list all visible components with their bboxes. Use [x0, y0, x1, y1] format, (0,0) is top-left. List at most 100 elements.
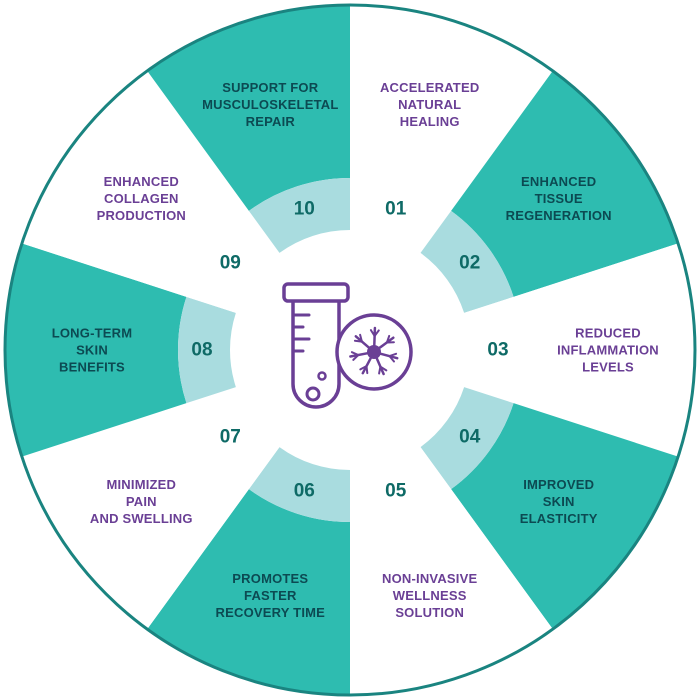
segment-08-label: LONG-TERM SKIN BENEFITS [52, 326, 133, 375]
bubble [317, 371, 327, 381]
segment-06-label: PROMOTES FASTER RECOVERY TIME [216, 571, 326, 620]
segment-04-wedge [451, 403, 679, 630]
segment-05-label: NON-INVASIVE WELLNESS SOLUTION [382, 571, 477, 620]
segment-02-label-line: REGENERATION [506, 208, 612, 223]
cell-dendrite-branch [379, 365, 388, 372]
segment-03-inner-band [464, 296, 522, 404]
segment-01-inner-band [350, 178, 452, 253]
segment-09-inner-band [186, 210, 280, 313]
segment-05-inner-band [350, 447, 452, 522]
segment-05 [350, 447, 553, 695]
segment-08-wedge [5, 243, 187, 457]
segment-02-label-line: ENHANCED [521, 174, 596, 189]
labels-layer: 01 ACCELERATED NATURAL HEALING 02 ENHANCED TIS… [52, 80, 659, 620]
segment-01-label: ACCELERATED NATURAL HEALING [380, 80, 479, 129]
segment-04-label: IMPROVED SKIN ELASTICITY [520, 477, 598, 526]
test-tube-with-cell-icon [282, 282, 413, 409]
segment-09-label-line: PRODUCTION [97, 208, 186, 223]
tube-cap [282, 282, 350, 303]
cell-dendrite-branch [373, 329, 380, 337]
cell-dendrite-branch [359, 333, 363, 343]
cell-dendrite-branch [369, 329, 376, 337]
cell-dendrite-branch [385, 334, 391, 344]
segment-05-wedge [350, 489, 553, 695]
segment-04-number: 04 [459, 427, 481, 448]
cell-dendrite-branch [350, 351, 360, 356]
segment-03-number: 03 [487, 340, 508, 361]
segment-09-number: 09 [220, 253, 241, 274]
segment-04-label-line: ELASTICITY [520, 511, 598, 526]
segment-02-label: ENHANCED TISSUE REGENERATION [506, 174, 612, 223]
cell-dendrite-branch [359, 365, 368, 371]
segment-07-inner-band [186, 387, 280, 490]
segment-08-inner-band [178, 296, 236, 404]
segment-04 [420, 387, 679, 630]
segment-03 [464, 243, 695, 457]
segment-04-label-line: SKIN [543, 494, 575, 509]
segment-01-number: 01 [385, 199, 407, 220]
segment-07-label-line: AND SWELLING [90, 511, 193, 526]
cell-dendrite-branch [378, 365, 382, 375]
segment-02-number: 02 [459, 253, 480, 274]
segment-10-number: 10 [294, 199, 315, 220]
segment-04-inner-band [420, 387, 514, 490]
outer-border [3, 3, 697, 697]
segment-01-label-line: HEALING [400, 114, 460, 129]
segment-08-label-line: LONG-TERM [52, 326, 133, 341]
segment-05-number: 05 [385, 480, 407, 501]
segment-06 [147, 447, 350, 695]
segment-09-wedge [21, 70, 249, 297]
segment-10-label-line: SUPPORT FOR [222, 80, 319, 95]
segment-08-number: 08 [191, 340, 212, 361]
segment-06-number: 06 [294, 480, 315, 501]
segment-01-wedge [350, 5, 553, 211]
cell-dendrite-branch [388, 352, 398, 358]
segment-06-label-line: RECOVERY TIME [216, 605, 326, 620]
segment-07-wedge [21, 403, 249, 630]
cell-dendrite-branch [352, 354, 360, 361]
segment-05-label-line: NON-INVASIVE [382, 571, 477, 586]
cell-nucleus [367, 345, 381, 359]
segment-04-label-line: IMPROVED [523, 477, 594, 492]
cell-dendrite-branch [365, 365, 369, 375]
segment-08 [5, 243, 236, 457]
segment-05-label-line: WELLNESS [393, 588, 467, 603]
segment-03-label-line: LEVELS [582, 360, 634, 375]
segment-03-label: REDUCED INFLAMMATION LEVELS [557, 326, 659, 375]
segment-06-label-line: PROMOTES [232, 571, 308, 586]
segment-10-label-line: MUSCULOSKELETAL [202, 97, 338, 112]
segment-02-wedge [451, 70, 679, 297]
segment-01-label-line: NATURAL [398, 97, 461, 112]
tube-body [291, 301, 341, 409]
segment-07-label-line: MINIMIZED [106, 477, 176, 492]
segment-02-label-line: TISSUE [535, 191, 583, 206]
segment-10-wedge [147, 5, 350, 211]
border-layer [3, 3, 697, 697]
segment-02-inner-band [420, 210, 514, 313]
segment-08-label-line: BENEFITS [59, 360, 125, 375]
segments-layer [5, 5, 695, 695]
segment-06-label-line: FASTER [244, 588, 297, 603]
segment-07 [21, 387, 280, 630]
segment-06-wedge [147, 489, 350, 695]
segment-03-label-line: INFLAMMATION [557, 343, 659, 358]
segment-03-wedge [513, 243, 695, 457]
segment-07-number: 07 [220, 427, 241, 448]
segment-01 [350, 5, 553, 253]
segment-10-inner-band [248, 178, 350, 253]
segment-05-label-line: SOLUTION [395, 605, 464, 620]
segment-02 [420, 70, 679, 313]
cell-dendrite-branch [353, 339, 363, 343]
segment-09-label-line: ENHANCED [104, 174, 179, 189]
segment-01-label-line: ACCELERATED [380, 80, 479, 95]
segment-09-label-line: COLLAGEN [104, 191, 179, 206]
segment-08-label-line: SKIN [76, 343, 108, 358]
bubble [305, 386, 321, 402]
segment-09-label: ENHANCED COLLAGEN PRODUCTION [97, 174, 186, 223]
segment-09 [21, 70, 280, 313]
segment-06-inner-band [248, 447, 350, 522]
segment-03-label-line: REDUCED [575, 326, 641, 341]
